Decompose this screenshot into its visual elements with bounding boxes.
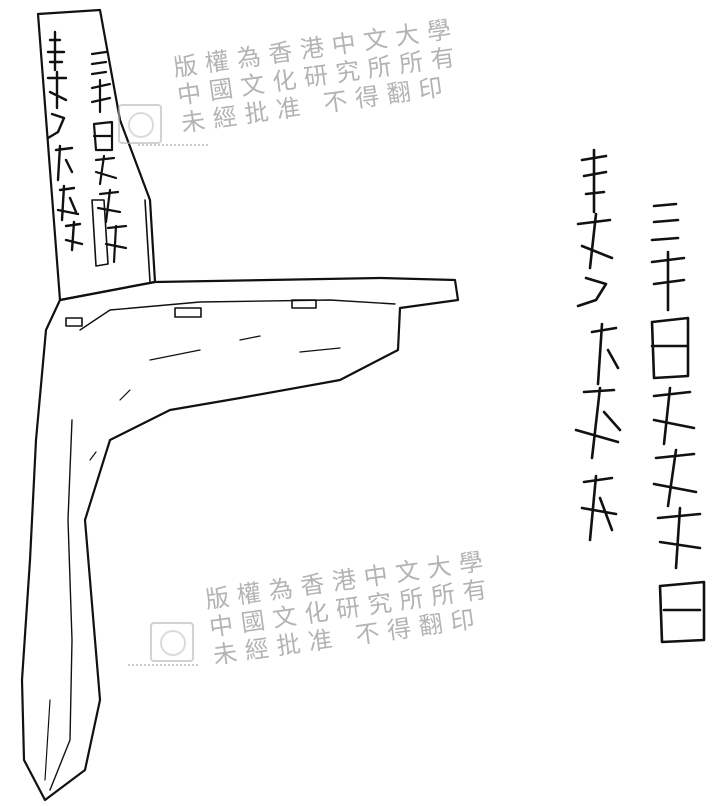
watermark-seal-1	[118, 104, 162, 144]
hole-1	[65, 317, 83, 327]
inscription-right-column-1	[574, 148, 622, 542]
watermark-tail-1	[138, 130, 208, 146]
hole-3	[291, 299, 317, 309]
weapon-upper-edge	[20, 276, 460, 802]
hole-2	[174, 307, 202, 318]
inscription-right-column-2	[650, 202, 706, 644]
watermark-seal-2	[150, 622, 194, 662]
watermark-tail-2	[128, 650, 198, 666]
